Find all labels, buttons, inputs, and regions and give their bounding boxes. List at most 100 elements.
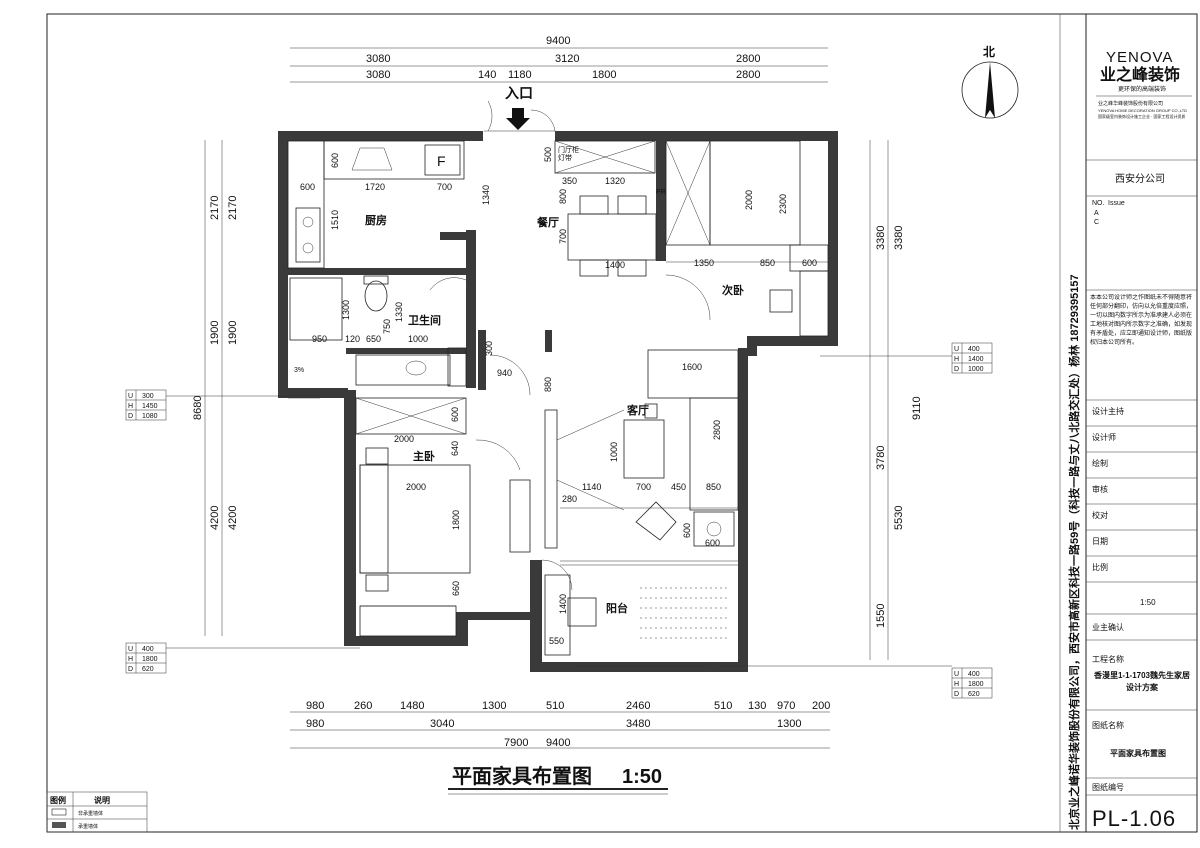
dim-int-5: 1340 <box>481 185 491 205</box>
north-label: 北 <box>983 44 995 59</box>
dim-right-b0: 3380 <box>893 226 905 250</box>
dim-left-total: 8680 <box>192 396 204 420</box>
dim-int-1: 1720 <box>365 182 385 192</box>
room-label-bathroom: 卫生间 <box>408 313 441 327</box>
dim-left-b2: 4200 <box>227 506 239 530</box>
dim-b2-2: 3480 <box>626 718 650 730</box>
company-line-2: YENOVA HOME DECORATION GROUP CO.,LTD <box>1098 108 1187 113</box>
tag2-h: 1400 <box>968 356 984 363</box>
dimension-lines <box>204 47 889 749</box>
fridge-mark: F <box>437 153 446 169</box>
tag3-u: 400 <box>142 646 154 653</box>
drawing-border <box>46 13 1198 833</box>
tag3-h: 1800 <box>142 656 158 663</box>
dim-int-38: 2000 <box>406 482 426 492</box>
tag3-h-key: H <box>128 656 133 663</box>
shoe-cabinet-label: 门厅柜 <box>558 145 579 154</box>
dim-int-17: 1300 <box>341 300 351 320</box>
dim-int-12: 2000 <box>744 190 754 210</box>
dim-bottom-total-b: 9400 <box>546 737 570 749</box>
dim-right-b1: 5530 <box>893 506 905 530</box>
notice-box: 本本公司设计师之作图纸未不得随意将任何部分翻印，仿向以允倍重度应照，一切以图内数… <box>1090 295 1192 346</box>
height-tag-2: U H D 400 1400 1000 <box>820 342 993 374</box>
tag2-h-key: H <box>954 356 959 363</box>
project-name-box: 香漫里1-1-1703魏先生家居设计方案 <box>1093 671 1191 692</box>
interior-dimensions: 600 1720 700 600 1510 1340 500 350 1320 … <box>300 147 817 646</box>
dim-int-34: 700 <box>636 482 651 492</box>
dim-top2-c: 1180 <box>508 69 532 81</box>
dim-b1-4: 510 <box>546 700 564 712</box>
dim-int-44: 550 <box>549 636 564 646</box>
dim-top2-b: 140 <box>478 69 496 81</box>
field-scale-value: 1:50 <box>1140 598 1156 607</box>
walls <box>278 131 838 672</box>
dim-int-6: 500 <box>543 147 553 162</box>
top-dimensions: 9400 3080 3120 2800 3080 140 1180 1800 2… <box>366 35 760 81</box>
field-scale: 比例 <box>1092 562 1108 572</box>
tag3-u-key: U <box>128 646 133 653</box>
dim-b1-7: 130 <box>748 700 766 712</box>
branch-name: 西安分公司 <box>1115 172 1165 185</box>
dim-int-36: 850 <box>706 482 721 492</box>
dim-int-22: 650 <box>366 334 381 344</box>
dim-left-a0: 2170 <box>209 196 221 220</box>
left-dimensions: 8680 2170 1900 4200 2170 1900 4200 <box>192 196 239 530</box>
legend-header-a: 图例 <box>50 795 66 805</box>
dim-int-18: 1330 <box>394 302 404 322</box>
legend-swatch-bearing <box>52 822 66 828</box>
dim-left-b0: 2170 <box>227 196 239 220</box>
room-label-master-bedroom: 主卧 <box>413 449 435 463</box>
dim-int-40: 600 <box>682 523 692 538</box>
dim-top1-c: 2800 <box>736 53 760 65</box>
dim-int-43: 1400 <box>558 594 568 614</box>
second-bedroom-furniture <box>665 140 829 337</box>
dim-b1-5: 2460 <box>626 700 650 712</box>
drawing-number: PL-1.06 <box>1092 806 1176 831</box>
drawing-name: 平面家具布置图 <box>1110 748 1166 758</box>
project-name: 香漫里1-1-1703魏先生家居设计方案 <box>1093 671 1191 692</box>
dim-b1-3: 1300 <box>482 700 506 712</box>
dim-bottom-total-a: 7900 <box>504 737 528 749</box>
dim-left-b1: 1900 <box>227 321 239 345</box>
dim-int-16: 600 <box>802 258 817 268</box>
entrance-label: 入口 <box>505 85 533 101</box>
issue-label: Issue <box>1108 200 1125 207</box>
dim-b1-1: 260 <box>354 700 372 712</box>
tag1-u-key: U <box>128 393 133 400</box>
dim-right-a1: 3780 <box>875 446 887 470</box>
dim-int-27: 1600 <box>682 362 702 372</box>
room-label-kitchen: 厨房 <box>365 213 387 227</box>
dim-int-0: 600 <box>330 153 340 168</box>
dim-top-total: 9400 <box>546 35 570 47</box>
tag1-h-key: H <box>128 403 133 410</box>
dim-b2-3: 1300 <box>777 718 801 730</box>
room-label-second-bedroom: 次卧 <box>722 283 744 297</box>
field-owner-confirm: 业主确认 <box>1092 622 1124 632</box>
dim-int-30: 2000 <box>394 434 414 444</box>
dim-int-14: 1350 <box>694 258 714 268</box>
drawing-scale: 1:50 <box>622 766 662 788</box>
dim-b1-8: 970 <box>777 700 795 712</box>
company-line-3: 国家级室内装饰设计施工企业 · 国家工程设计资质 <box>1098 113 1186 119</box>
dim-int-21: 120 <box>345 334 360 344</box>
dim-top2-d: 1800 <box>592 69 616 81</box>
tag1-u: 300 <box>142 393 154 400</box>
dim-int-41: 600 <box>705 538 720 548</box>
tag2-u: 400 <box>968 346 980 353</box>
dim-top2-a: 3080 <box>366 69 390 81</box>
dim-int-25: 940 <box>497 368 512 378</box>
dim-b2-0: 980 <box>306 718 324 730</box>
dim-left-a1: 1900 <box>209 321 221 345</box>
field-designer: 设计师 <box>1092 432 1116 442</box>
tag2-d-key: D <box>954 366 959 373</box>
room-label-living: 客厅 <box>626 403 649 417</box>
dim-int-15: 850 <box>760 258 775 268</box>
tag4-u: 400 <box>968 671 980 678</box>
field-project-name: 工程名称 <box>1092 654 1124 664</box>
dim-int-8: 1320 <box>605 176 625 186</box>
dim-int-26: 880 <box>543 377 553 392</box>
tag3-d-key: D <box>128 666 133 673</box>
drawing-title: 平面家具布置图 <box>452 764 592 788</box>
dim-top1-a: 3080 <box>366 53 390 65</box>
